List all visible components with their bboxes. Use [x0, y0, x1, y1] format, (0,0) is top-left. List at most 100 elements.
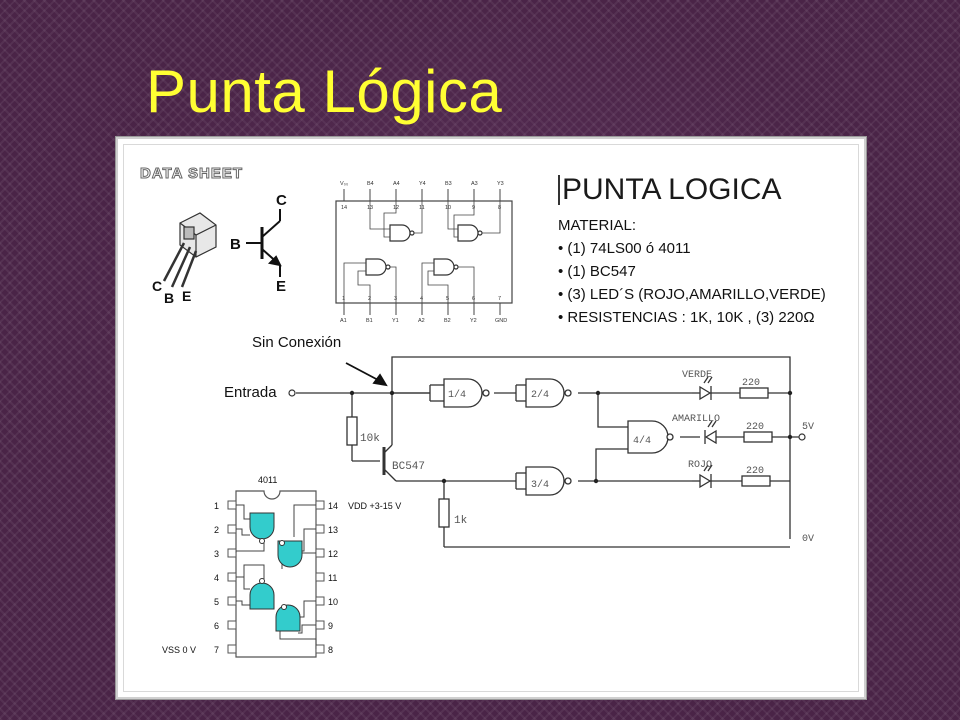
figure-heading: PUNTA LOGICA	[558, 175, 782, 205]
arrow-icon	[345, 362, 388, 387]
chip4011-pin: 9	[328, 621, 333, 631]
ic-top-num: 8	[498, 205, 501, 211]
ic-top-num: 12	[393, 205, 399, 211]
nand-gate-1	[443, 378, 483, 408]
nand-gate-2	[525, 378, 565, 408]
entrada-terminal	[288, 389, 296, 397]
chip4011-pin: 12	[328, 549, 338, 559]
ic-bottom-pin: A2	[418, 318, 425, 324]
ic-bottom-num: 3	[394, 296, 397, 302]
ic-bottom-pin: A1	[340, 318, 347, 324]
gate3-label: 3/4	[531, 479, 549, 491]
pkg-pin-b: B	[164, 290, 174, 306]
chip4011-pin: 11	[328, 573, 337, 583]
resistor-220-rojo	[741, 475, 771, 487]
transistor-figure: C B E C B E	[152, 181, 814, 658]
gate1-label: 1/4	[448, 389, 466, 401]
material-item: RESISTENCIAS : 1K, 10K , (3) 220Ω	[558, 306, 826, 329]
ic-top-num: 13	[367, 205, 373, 211]
datasheet-figure: DATA SHEET PUNTA LOGICA MATERIAL: (1) 74…	[116, 137, 866, 699]
nand-gates	[443, 378, 674, 496]
npn-symbol	[246, 209, 282, 277]
ic-top-pin: A3	[471, 181, 478, 187]
pkg-pin-e: E	[182, 288, 191, 304]
ic-bottom-num: 2	[368, 296, 371, 302]
material-item: (3) LED´S (ROJO,AMARILLO,VERDE)	[558, 283, 825, 306]
sin-conexion-label: Sin Conexión	[252, 334, 341, 351]
chip4011-pin: 5	[214, 597, 219, 607]
r220-rojo-label: 220	[746, 466, 764, 477]
ic-bottom-num: 7	[498, 296, 501, 302]
ic-top-num: 9	[472, 205, 475, 211]
ic-bottom-num: 6	[472, 296, 475, 302]
resistor-1k	[438, 498, 450, 528]
leds	[692, 376, 717, 489]
chip4011-pin: 6	[214, 621, 219, 631]
ic-top-pin: Y4	[419, 181, 426, 187]
chip4011-pin: 2	[214, 525, 219, 535]
resistor-220-amarillo	[743, 431, 773, 443]
chip-4011: 4011	[162, 475, 401, 658]
sym-pin-e: E	[276, 278, 286, 295]
chip4011-pin: 13	[328, 525, 338, 535]
material-item: (1) BC547	[558, 260, 826, 283]
ic-bottom-pin: GND	[495, 318, 507, 324]
chip4011-vss: VSS 0 V	[162, 645, 196, 655]
chip4011-name: 4011	[258, 475, 277, 485]
chip4011-pin: 3	[214, 549, 219, 559]
r1k-label: 1k	[454, 515, 468, 527]
slide-title: Punta Lógica	[146, 58, 503, 125]
led-amarillo-icon	[704, 420, 717, 445]
r220-amarillo-label: 220	[746, 422, 764, 433]
resistor-10k	[346, 416, 358, 446]
ic-top-pin: Y3	[497, 181, 504, 187]
ic-bottom-num: 5	[446, 296, 449, 302]
materials-label: MATERIAL:	[558, 217, 637, 234]
ic-7400-labels: V₀₀ B4 A4 Y4 B3 A3 Y3 14 13 12 11 10 9 8…	[340, 181, 507, 324]
datasheet-label: DATA SHEET	[139, 165, 244, 183]
ic-top-pin: A4	[393, 181, 400, 187]
gate4-label: 4/4	[633, 435, 651, 447]
ic-7400-pinout	[335, 189, 513, 315]
ic-bottom-num: 1	[342, 296, 345, 302]
v0-label: 0V	[802, 534, 814, 545]
sym-pin-c: C	[276, 192, 287, 209]
chip4011-pin: 4	[214, 573, 219, 583]
r10k-label: 10k	[360, 433, 380, 445]
led-verde-label: VERDE	[682, 370, 712, 381]
chip4011-pin: 1	[214, 501, 219, 511]
materials-list: MATERIAL: (1) 74LS00 ó 4011 (1) BC547 (3…	[558, 214, 826, 329]
ic-bottom-pin: Y1	[392, 318, 399, 324]
ic-bottom-num: 4	[420, 296, 423, 302]
ic-top-pin: B4	[367, 181, 374, 187]
transistor-label: BC547	[392, 461, 425, 473]
pkg-pin-c: C	[152, 278, 162, 294]
led-verde-icon	[692, 376, 713, 401]
nand-gate-3	[525, 466, 565, 496]
led-rojo-icon	[692, 464, 713, 489]
ic-top-num: 10	[445, 205, 451, 211]
junctions	[349, 390, 793, 484]
led-rojo-label: ROJO	[688, 460, 712, 471]
material-item: (1) 74LS00 ó 4011	[558, 237, 826, 260]
chip4011-vdd: VDD +3-15 V	[348, 501, 401, 511]
ic-bottom-pin: B2	[444, 318, 451, 324]
led-amarillo-label: AMARILLO	[672, 414, 720, 425]
entrada-label: Entrada	[224, 384, 277, 401]
resistors	[346, 387, 773, 528]
ic-top-pin: V₀₀	[340, 181, 348, 187]
ic-bottom-pin: Y2	[470, 318, 477, 324]
v5-label: 5V	[802, 422, 814, 433]
chip4011-pin: 14	[328, 501, 338, 511]
chip4011-gates	[249, 512, 303, 632]
resistor-220-verde	[739, 387, 769, 399]
chip4011-pin: 10	[328, 597, 338, 607]
ic-top-num: 11	[419, 205, 425, 211]
chip4011-pin: 8	[328, 645, 333, 655]
chip4011-pin: 7	[214, 645, 219, 655]
r220-verde-label: 220	[742, 378, 760, 389]
figure-border	[123, 144, 859, 692]
ic-top-num: 14	[341, 205, 347, 211]
v5-terminal	[798, 433, 806, 441]
sym-pin-b: B	[230, 236, 241, 253]
